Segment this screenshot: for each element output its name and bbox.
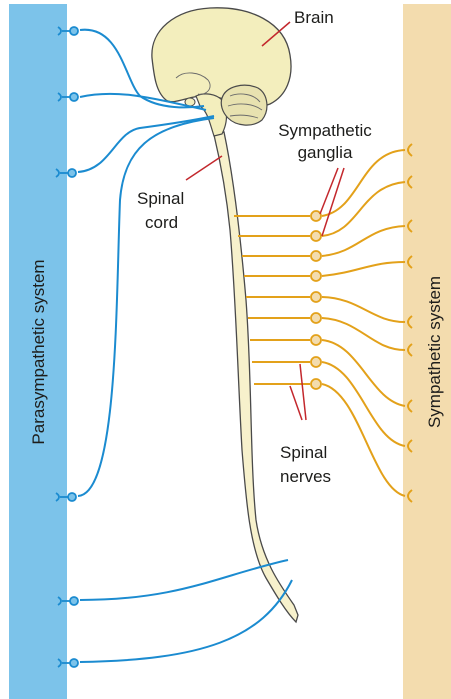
- parasympathetic-nerves: [78, 30, 292, 662]
- brain-cerebrum: [152, 8, 291, 107]
- spinal-nerves-label-line1: Spinal: [280, 443, 327, 462]
- sympathetic-ganglia-label-line2: ganglia: [298, 143, 353, 162]
- cerebellum: [221, 85, 267, 125]
- spinal-cord: [214, 132, 298, 622]
- sympathetic-ganglia: [311, 211, 321, 389]
- spinal-cord-label-line1: Spinal: [137, 189, 184, 208]
- sympathetic-system-label: Sympathetic system: [425, 276, 444, 428]
- parasympathetic-system-label: Parasympathetic system: [29, 259, 48, 444]
- brain-label: Brain: [294, 8, 334, 27]
- spinal-nerves-label-line2: nerves: [280, 467, 331, 486]
- sympathetic-ganglia-label-line1: Sympathetic: [278, 121, 372, 140]
- spinal-cord-label-line2: cord: [145, 213, 178, 232]
